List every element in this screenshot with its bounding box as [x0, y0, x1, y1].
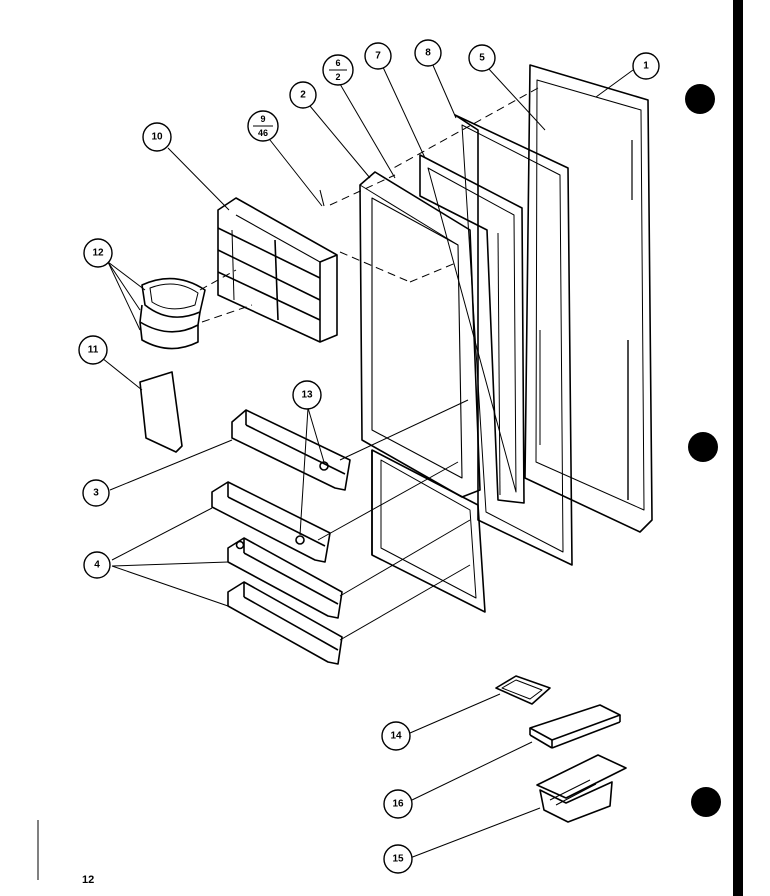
callout-11	[78, 335, 108, 365]
part-door-bin-1	[211, 481, 331, 563]
binding-edge	[733, 0, 743, 896]
callout-16	[383, 789, 413, 819]
callout-8	[414, 39, 442, 67]
part-bin-lid	[529, 704, 621, 749]
callout-3	[82, 479, 110, 507]
part-upper-door-bin	[231, 409, 351, 491]
callout-label: 14	[390, 731, 402, 742]
binder-hole-middle	[688, 432, 718, 462]
part-shelf-rack	[217, 197, 338, 343]
callout-5	[468, 44, 496, 72]
callout-2	[289, 81, 317, 109]
callout-sublabel: 46	[258, 128, 268, 138]
callout-1	[632, 52, 660, 80]
callout-13	[292, 380, 322, 410]
callout-label: 3	[93, 488, 99, 499]
callout-label: 9	[260, 114, 265, 124]
part-door-bin-2	[227, 537, 343, 619]
callout-label: 16	[392, 799, 404, 810]
callout-label: 1	[643, 61, 649, 72]
part-door-liner	[359, 171, 486, 613]
callout-label: 15	[392, 854, 404, 865]
callout-15	[383, 844, 413, 874]
callout-label: 2	[300, 90, 306, 101]
part-door-bin-3	[227, 581, 343, 665]
part-gasket	[454, 114, 573, 566]
callout-label: 6	[335, 58, 340, 68]
callout-label: 11	[88, 345, 99, 356]
page-number: 12	[82, 874, 95, 886]
part-ice-bin	[536, 754, 627, 823]
callout-sublabel: 2	[335, 72, 340, 82]
binder-hole-bottom	[691, 787, 721, 817]
callout-label: 5	[479, 53, 485, 64]
part-small-tray	[495, 675, 551, 705]
callout-label: 8	[425, 48, 431, 59]
callout-label: 12	[92, 248, 104, 259]
binder-hole-top	[685, 84, 715, 114]
part-cover-plate	[139, 371, 183, 453]
part-breaker-frame	[419, 154, 525, 504]
callout-14	[381, 721, 411, 751]
callout-7	[364, 42, 392, 70]
part-outer-door-panel	[524, 64, 653, 533]
callout-label: 13	[301, 390, 313, 401]
callout-10	[142, 122, 172, 152]
callout-label: 4	[94, 560, 100, 571]
callout-label: 7	[375, 51, 381, 62]
callout-label: 10	[151, 132, 163, 143]
callouts	[78, 39, 660, 874]
callout-4	[83, 551, 111, 579]
part-containers	[139, 277, 206, 350]
callout-12	[83, 238, 113, 268]
